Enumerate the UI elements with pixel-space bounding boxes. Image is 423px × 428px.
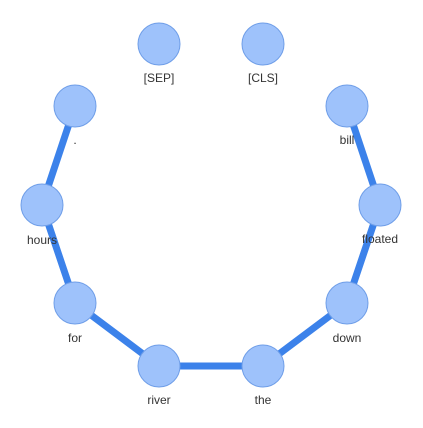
node-label-bill: bill (340, 133, 355, 147)
node-label-hours: hours (27, 233, 57, 247)
nodes-layer (20, 22, 402, 388)
node-period[interactable] (53, 84, 97, 128)
node-cls[interactable] (241, 22, 285, 66)
edges-layer (38, 102, 384, 370)
node-down[interactable] (325, 281, 369, 325)
node-label-river: river (147, 393, 170, 407)
node-label-sep: [SEP] (144, 71, 175, 85)
node-bill[interactable] (325, 84, 369, 128)
labels-layer: [SEP] [CLS] bill floated down the river for hour… (27, 71, 398, 407)
node-label-period: . (73, 133, 76, 147)
node-label-down: down (333, 331, 362, 345)
node-the[interactable] (241, 344, 285, 388)
node-label-cls: [CLS] (248, 71, 278, 85)
node-hours[interactable] (20, 183, 64, 227)
node-floated[interactable] (358, 183, 402, 227)
node-label-floated: floated (362, 232, 398, 246)
node-label-the: the (255, 393, 272, 407)
node-for[interactable] (53, 281, 97, 325)
node-label-for: for (68, 331, 82, 345)
node-river[interactable] (137, 344, 181, 388)
node-sep[interactable] (137, 22, 181, 66)
